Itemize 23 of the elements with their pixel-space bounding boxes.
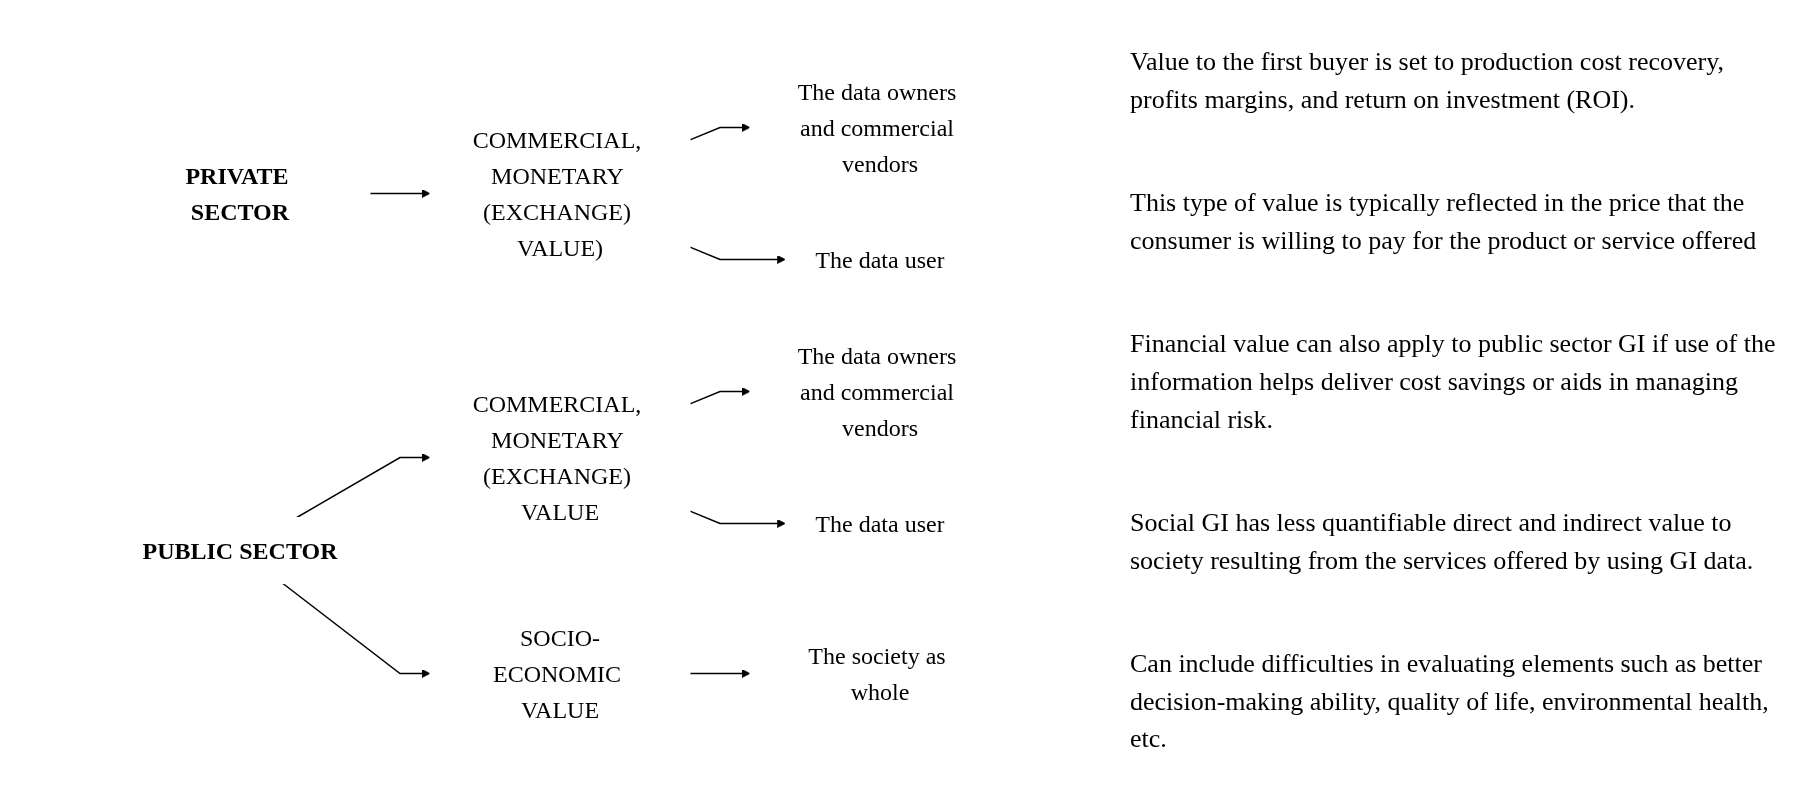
node-text: COMMERCIAL, MONETARY (EXCHANGE) VALUE xyxy=(472,390,642,525)
arrow xyxy=(689,669,751,678)
node-text: PUBLIC SECTOR xyxy=(142,537,338,564)
arrow xyxy=(689,123,751,141)
note-text: Value to the first buyer is set to production cost recovery, profits margins, and return on investment (ROI). xyxy=(1130,45,1725,116)
arrow xyxy=(689,387,751,405)
node-text: The data user xyxy=(815,246,945,273)
node-text: The data user xyxy=(815,510,945,537)
note-text: Financial value can also apply to public sector GI if use of the information helps deliver cost savings or aids in managing financial risk. xyxy=(1130,328,1777,436)
arrow xyxy=(369,189,431,198)
node-text: PRIVATE SECTOR xyxy=(185,162,290,225)
arrow xyxy=(689,510,786,528)
node-text: COMMERCIAL, MONETARY (EXCHANGE) VALUE) xyxy=(472,126,642,261)
arrow xyxy=(296,453,431,519)
arrow xyxy=(689,246,786,264)
node-text: The data owners and commercial vendors xyxy=(797,78,957,177)
note-text: Can include difficulties in evaluating elements such as better decision-making ability, quality of life, environmental health, etc. xyxy=(1130,648,1770,756)
node-text: The society as whole xyxy=(808,642,946,705)
arrow xyxy=(282,582,431,678)
node-text: The data owners and commercial vendors xyxy=(797,342,957,441)
note-text: Social GI has less quantifiable direct and indirect value to society resulting from the services offered by using GI data. xyxy=(1130,506,1755,577)
node-text: SOCIO-ECONOMIC VALUE xyxy=(492,624,621,723)
note-text: This type of value is typically reflected in the price that the consumer is willing to pay for the product or service offered xyxy=(1130,187,1758,257)
